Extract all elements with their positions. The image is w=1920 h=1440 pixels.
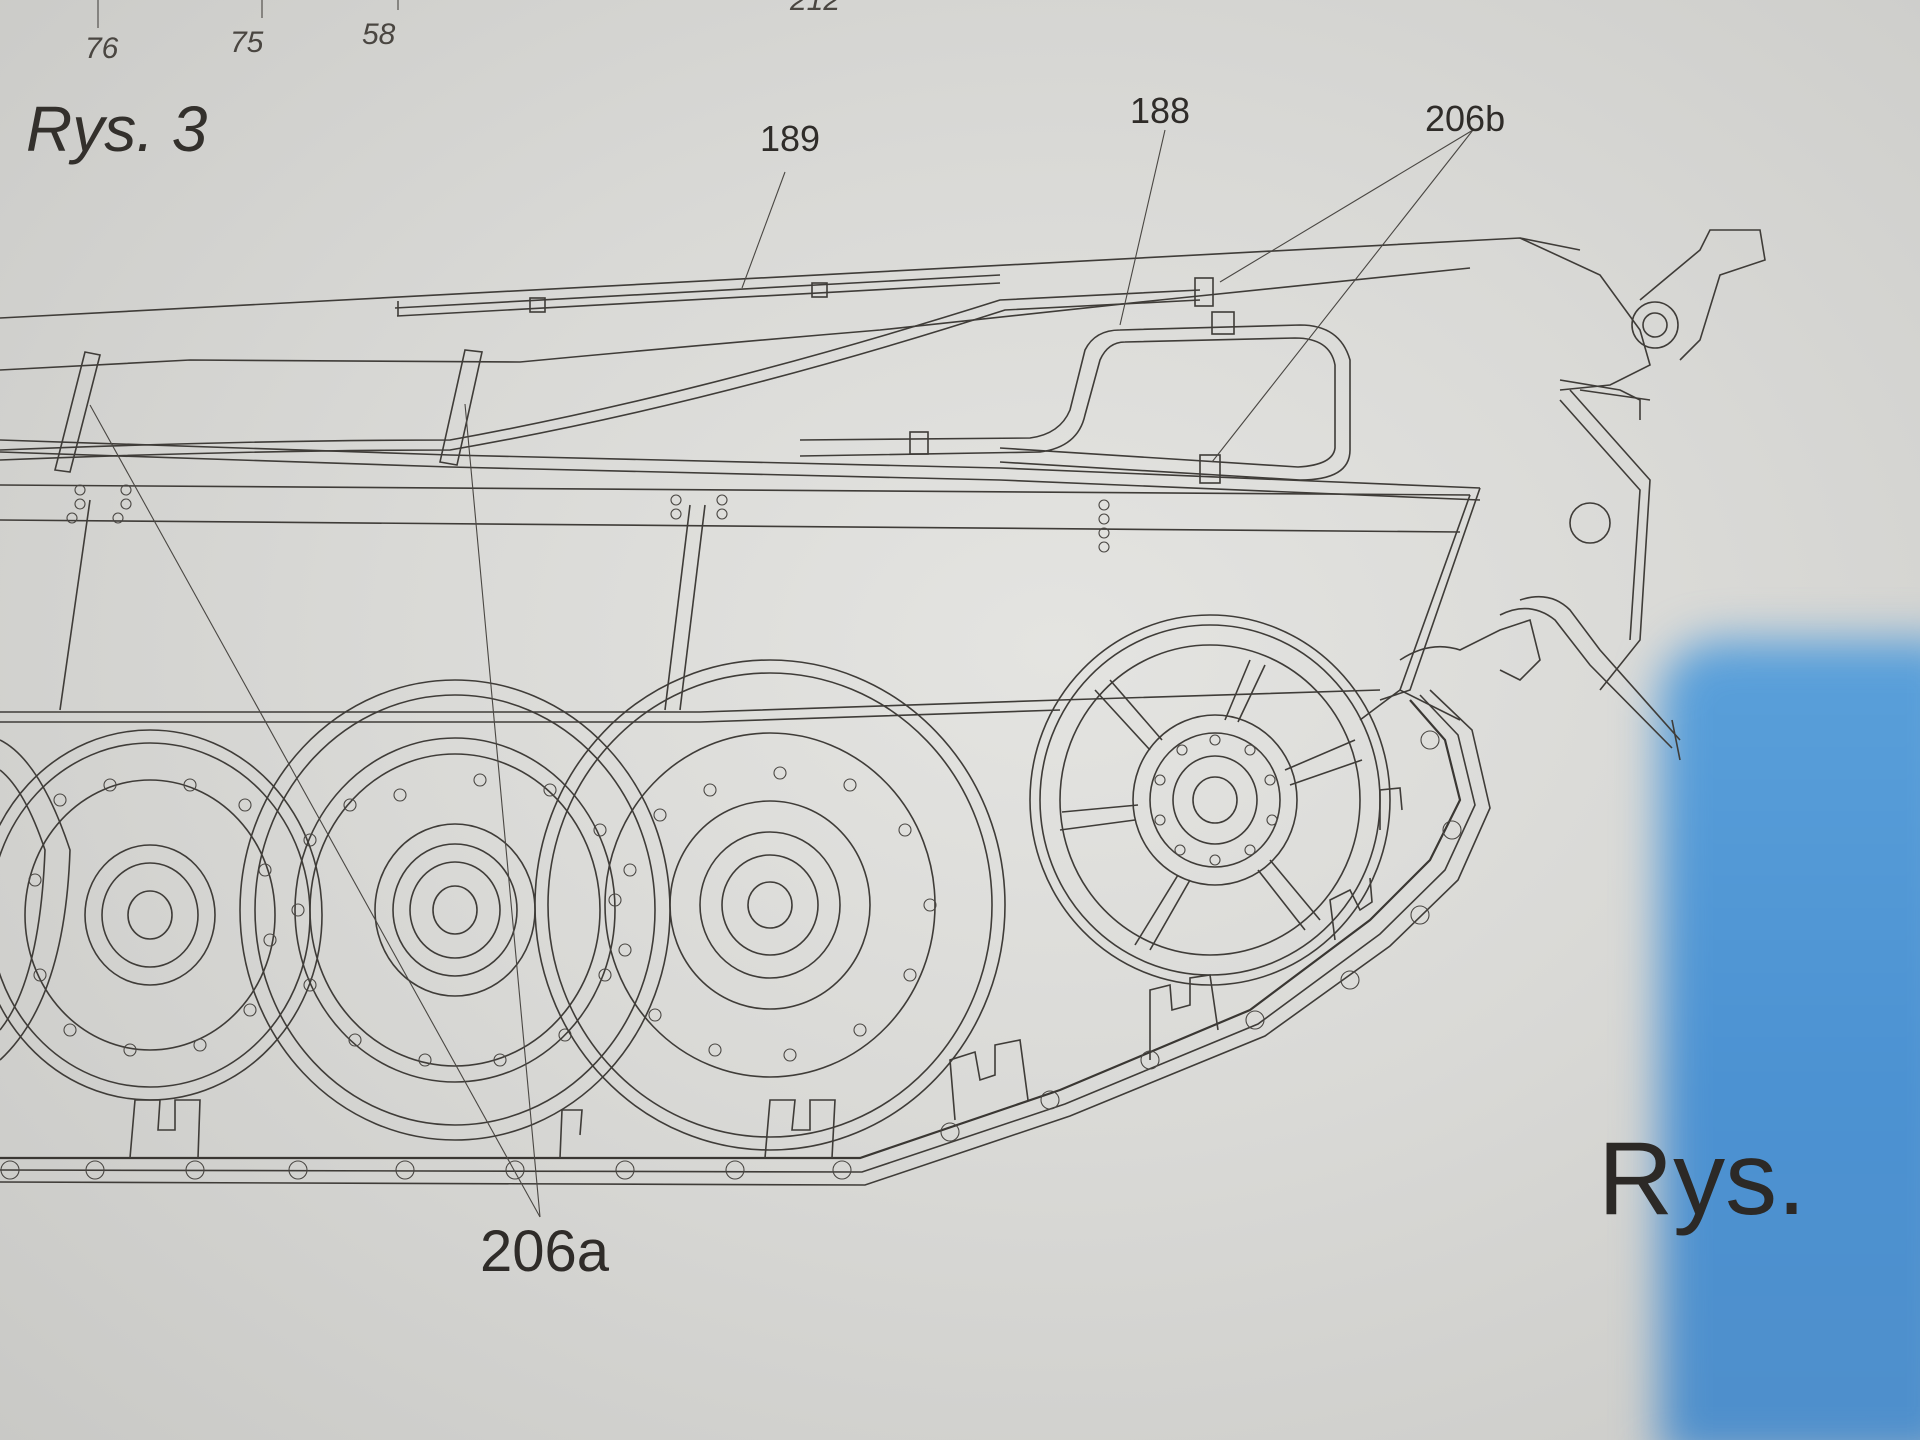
hull-upper-deck	[0, 237, 1581, 533]
top-label-212: 212	[790, 0, 841, 17]
callout-leaders	[89, 129, 1474, 1218]
top-label-58: 58	[362, 18, 396, 51]
blue-object-edge	[1660, 640, 1920, 1440]
road-wheel-1	[0, 739, 71, 1061]
road-wheel-4	[534, 659, 1006, 1151]
drive-sprocket	[1029, 614, 1391, 986]
figure-title-rys3: Rys. 3	[26, 93, 208, 165]
hull-bolts	[66, 484, 1110, 553]
callout-206a: 206a	[480, 1219, 610, 1284]
lower-hull-line	[0, 689, 1381, 723]
rear-hull-plate	[1359, 229, 1766, 761]
top-leader-ticks	[97, 0, 399, 28]
track-run	[0, 689, 1491, 1186]
top-label-75: 75	[230, 26, 264, 59]
callout-188: 188	[1130, 90, 1191, 131]
figure-title-next: Rys.	[1598, 1121, 1806, 1237]
fender-brackets	[54, 349, 706, 711]
top-label-76: 76	[85, 32, 119, 65]
callout-189: 189	[760, 118, 821, 159]
callout-206b: 206b	[1425, 98, 1506, 139]
tow-cable-runs	[0, 274, 1351, 484]
